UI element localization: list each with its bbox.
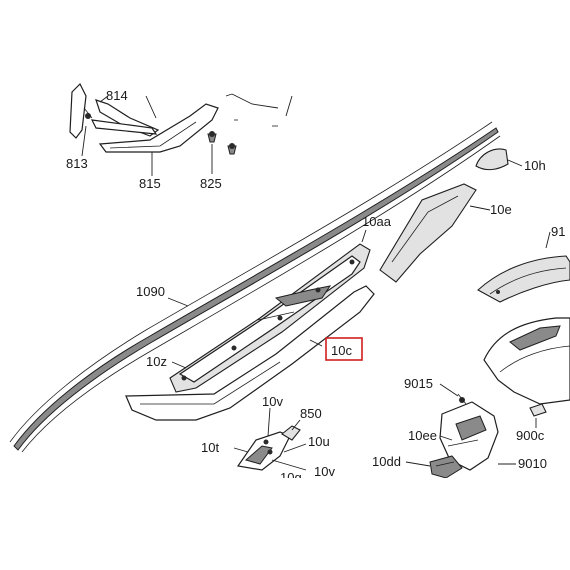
- label-825: 825: [200, 176, 222, 191]
- hinge-assembly-10t: [236, 431, 291, 471]
- panel-91: [477, 255, 570, 303]
- bracket-9010: [439, 401, 499, 471]
- label-900c: 900c: [516, 428, 545, 443]
- label-10dd: 10dd: [372, 454, 401, 469]
- label-10aa: 10aa: [362, 214, 392, 229]
- label-10v-lower: 10v: [314, 464, 335, 479]
- label-850: 850: [300, 406, 322, 421]
- label-10e: 10e: [490, 202, 512, 217]
- end-cap-10h: [475, 148, 509, 171]
- part-900c: [529, 403, 547, 417]
- label-91: 91: [551, 224, 565, 239]
- clip-9015: [457, 393, 467, 405]
- label-9010: 9010: [518, 456, 547, 471]
- label-1090: 1090: [136, 284, 165, 299]
- cap-850: [281, 425, 301, 441]
- label-10h: 10h: [524, 158, 546, 173]
- highlight-box-10c: [325, 337, 363, 361]
- label-9015: 9015: [404, 376, 433, 391]
- side-panel-10e: [379, 183, 477, 283]
- label-813: 813: [66, 156, 88, 171]
- bracket-assembly-814: [69, 82, 160, 139]
- footrest-plate-10z: [169, 243, 371, 393]
- fastener-group-825: [145, 93, 293, 155]
- rail-1090: [9, 121, 501, 453]
- label-814: 814: [106, 88, 128, 103]
- page-blank-area: [0, 478, 570, 570]
- label-10z: 10z: [146, 354, 167, 369]
- label-10c: 10c: [331, 343, 352, 358]
- label-10t: 10t: [201, 440, 219, 455]
- running-board-10c: [125, 285, 375, 421]
- label-815: 815: [139, 176, 161, 191]
- cover-assembly: [483, 317, 570, 405]
- trim-piece-815: [98, 103, 219, 153]
- label-10u: 10u: [308, 434, 330, 449]
- label-10v: 10v: [262, 394, 283, 409]
- step-10dd: [429, 455, 463, 479]
- label-10ee: 10ee: [408, 428, 437, 443]
